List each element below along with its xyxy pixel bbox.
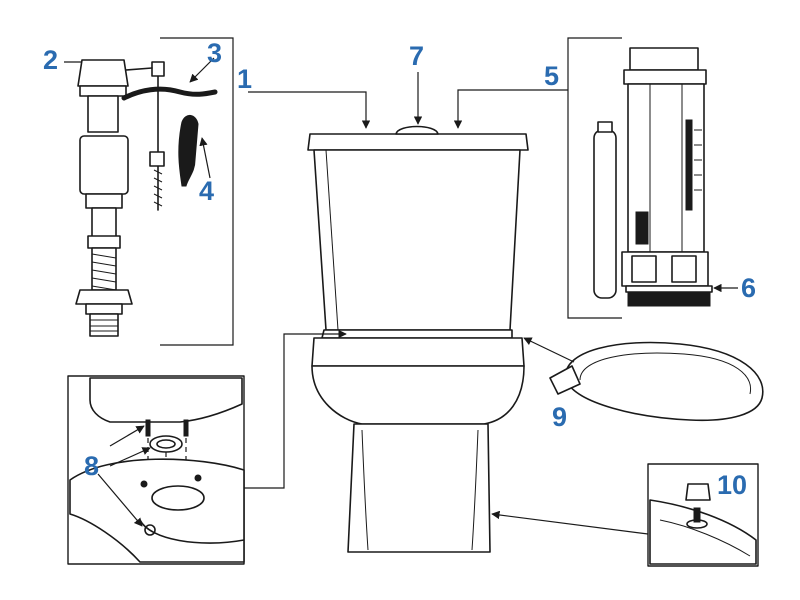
flush-valve-seal [627,291,711,307]
refill-clip [178,115,199,187]
callout-6: 6 [741,273,757,303]
toilet-seat [549,341,764,422]
callout-8: 8 [84,451,100,481]
flush-button [395,125,439,135]
callout-4: 4 [199,176,215,206]
callout-7: 7 [409,41,425,71]
fill-valve [75,37,234,346]
callout-3: 3 [207,38,223,68]
refill-tube [121,86,218,101]
toilet [307,125,529,553]
flush-valve [567,37,713,319]
fill-valve-cap [77,59,129,97]
callout-2: 2 [43,45,59,75]
callout-1: 1 [237,64,253,94]
callout-5: 5 [544,61,560,91]
callout-9: 9 [552,402,568,432]
bolt-cap-inset [647,463,759,567]
callout-10: 10 [717,470,748,500]
tank-bolts-inset [67,375,245,565]
